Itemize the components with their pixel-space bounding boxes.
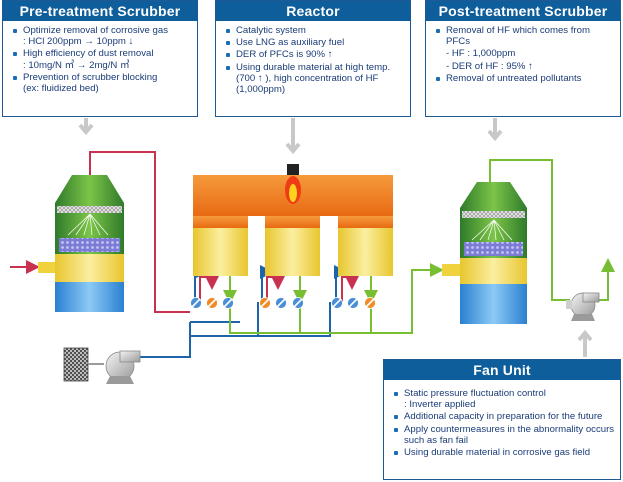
list-item: Removal of HF which comes from PFCs: [436, 25, 616, 47]
valve-row: [190, 297, 376, 309]
valve-icon: [222, 297, 234, 309]
valve-icon: [331, 297, 343, 309]
list-item: Apply countermeasures in the abnormality…: [394, 424, 616, 446]
list-item: Catalytic system: [226, 25, 406, 36]
post-scrubber-panel: Post-treatment Scrubber Removal of HF wh…: [425, 0, 621, 117]
valve-icon: [364, 297, 376, 309]
list-item: Using durable material in corrosive gas …: [394, 447, 616, 458]
list-item: Additional capacity in preparation for t…: [394, 411, 616, 422]
valve-icon: [275, 297, 287, 309]
panel-title: Post-treatment Scrubber: [426, 1, 620, 21]
panel-title: Reactor: [216, 1, 410, 21]
post-scrubber-list: Removal of HF which comes from PFCs - HF…: [426, 21, 620, 84]
list-item: Static pressure fluctuation control: Inv…: [394, 388, 616, 410]
list-item: DER of PFCs is 90% ↑: [226, 49, 406, 60]
pre-scrubber-panel: Pre-treatment Scrubber Optimize removal …: [2, 0, 198, 117]
valve-icon: [292, 297, 304, 309]
valve-icon: [259, 297, 271, 309]
valve-icon: [190, 297, 202, 309]
post-scrubber-vessel: [442, 182, 527, 324]
clean-line: [223, 159, 615, 334]
list-item: - HF : 1,000ppm: [446, 48, 516, 60]
list-item: Optimize removal of corrosive gas: HCl 2…: [13, 25, 193, 47]
filter-block: [63, 347, 104, 382]
list-item: - DER of HF : 95% ↑: [446, 60, 533, 72]
list-item: Prevention of scrubber blocking(ex: flui…: [13, 72, 193, 94]
pre-scrubber-list: Optimize removal of corrosive gas: HCl 2…: [3, 21, 197, 94]
list-item: Using durable material at high temp.(700…: [226, 62, 406, 96]
water-line: [140, 265, 348, 358]
reactor-panel: Reactor Catalytic system Use LNG as auxi…: [215, 0, 411, 117]
fan-unit-panel: Fan Unit Static pressure fluctuation con…: [383, 359, 621, 480]
flow-arrows-grey: [78, 118, 593, 357]
list-item: Use LNG as auxiliary fuel: [226, 37, 406, 48]
exhaust-fan-icon: [566, 292, 600, 321]
list-item: High efficiency of dust removal: 10mg/N …: [13, 48, 193, 71]
water-pump-icon: [105, 350, 141, 384]
panel-title: Pre-treatment Scrubber: [3, 1, 197, 21]
burner-flame-icon: [285, 164, 301, 204]
pre-scrubber-vessel: [38, 175, 124, 312]
panel-title: Fan Unit: [384, 360, 620, 380]
valve-icon: [206, 297, 218, 309]
valve-icon: [347, 297, 359, 309]
reactor-list: Catalytic system Use LNG as auxiliary fu…: [216, 21, 410, 95]
list-item: Removal of untreated pollutants: [436, 73, 616, 84]
fan-unit-list: Static pressure fluctuation control: Inv…: [384, 380, 620, 458]
